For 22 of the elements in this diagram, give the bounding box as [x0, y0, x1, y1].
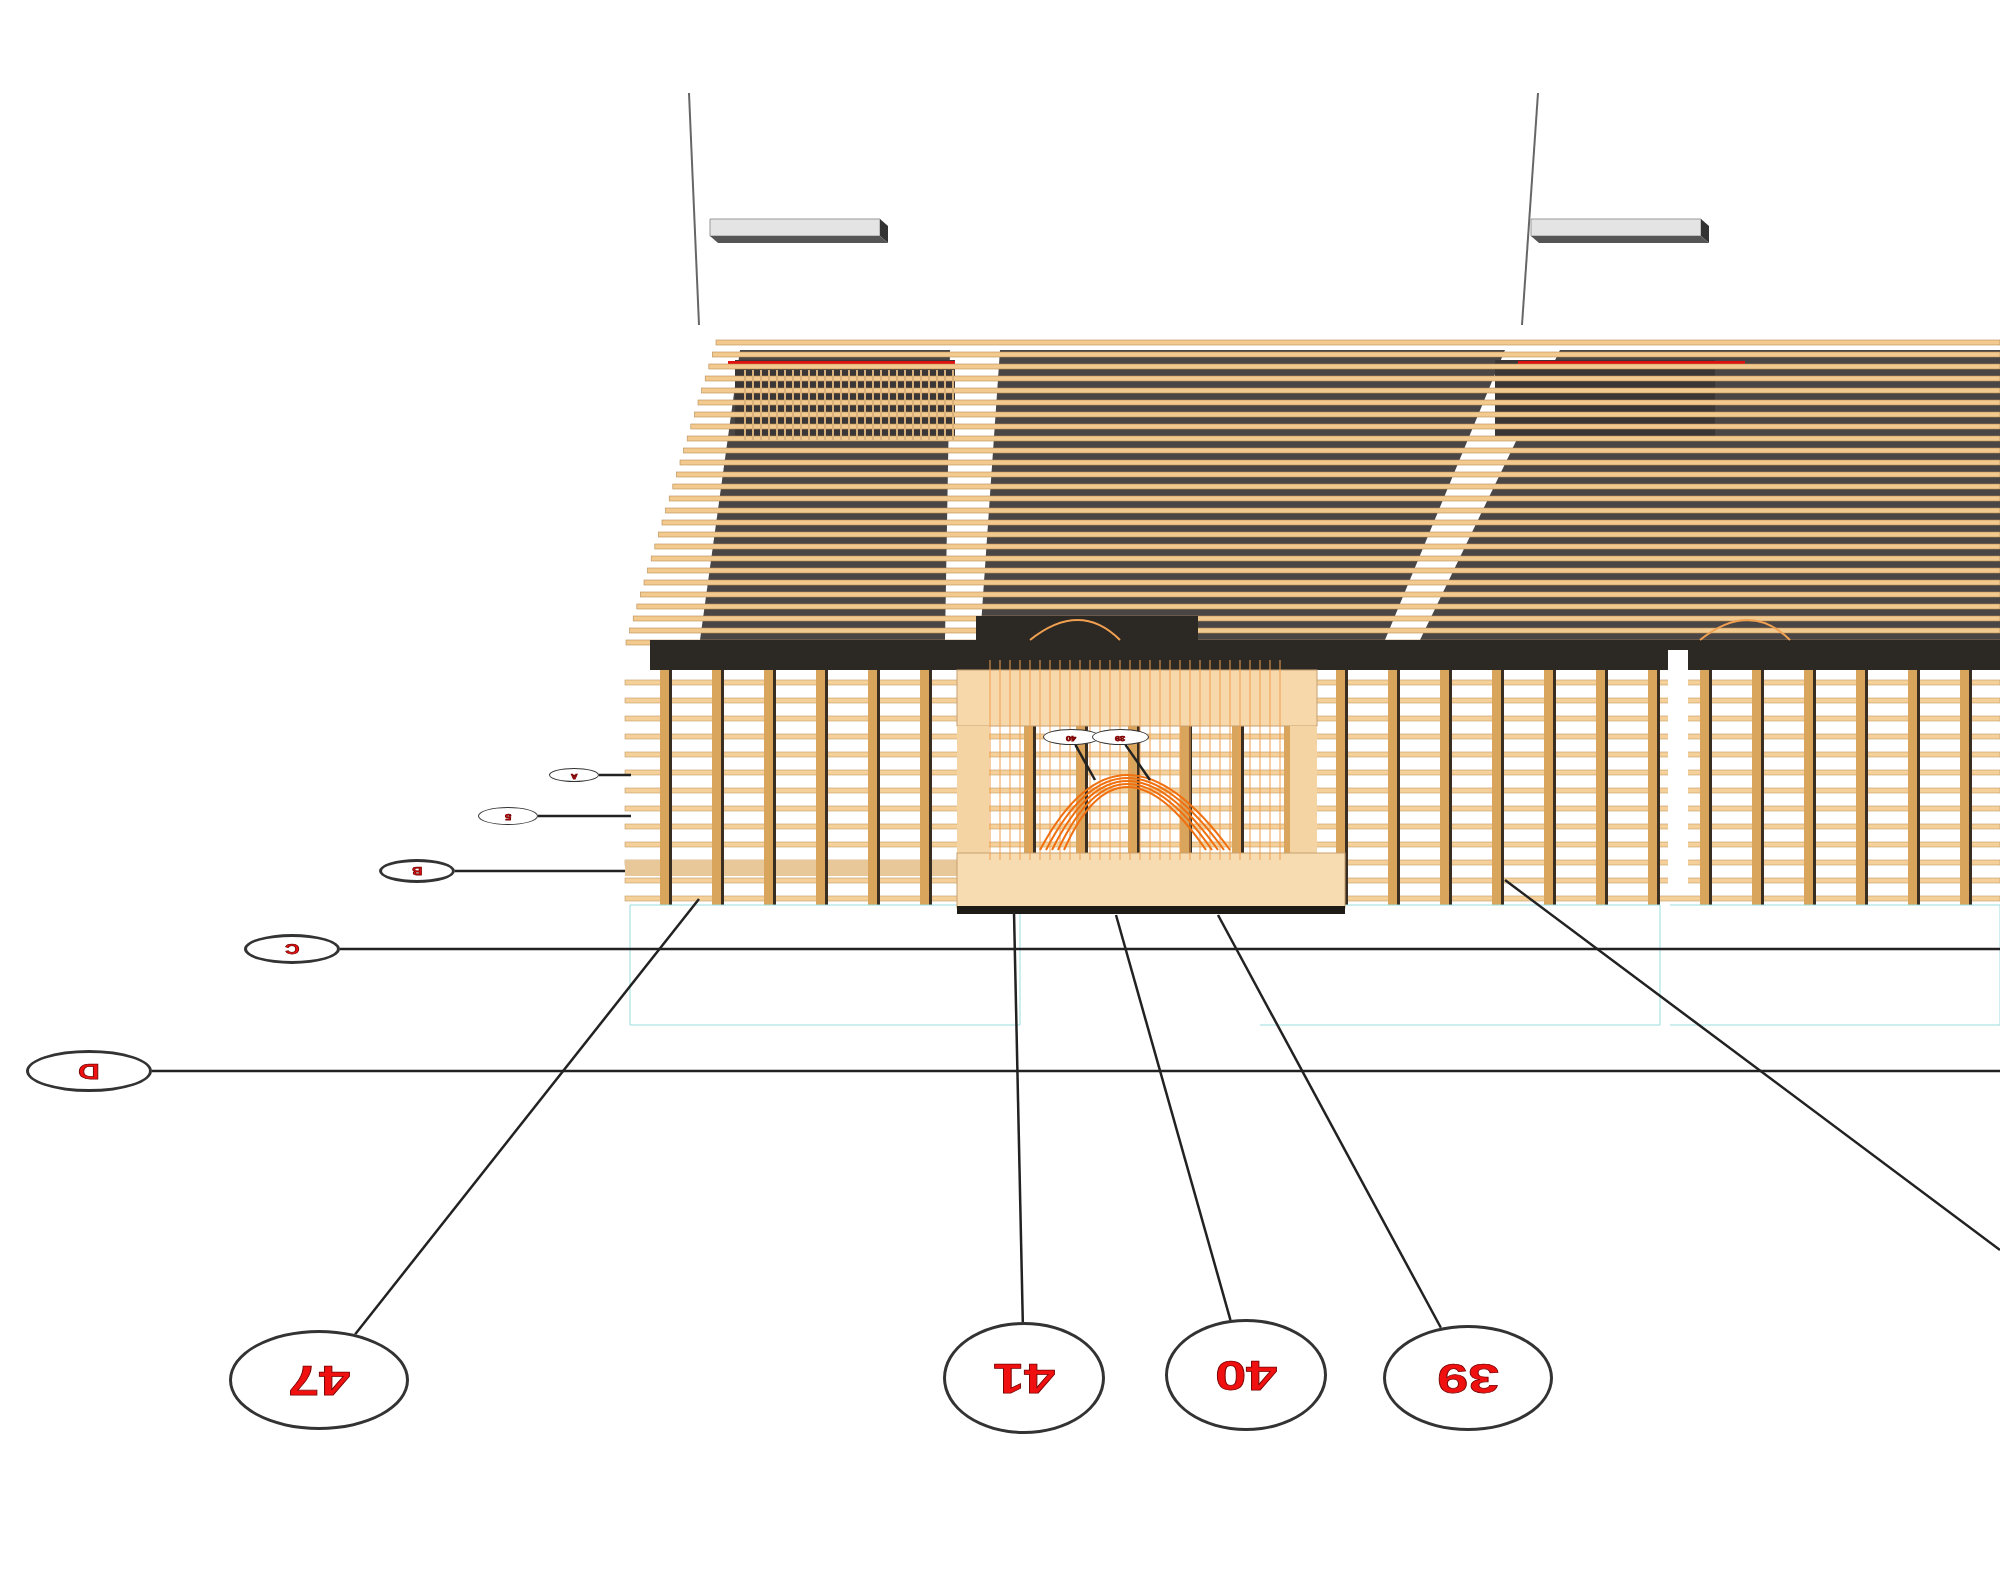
- leader-line: [599, 773, 631, 777]
- leader-line: [1124, 744, 1152, 781]
- grid-label: B: [411, 865, 423, 877]
- grid-label: 47: [287, 1359, 351, 1401]
- leader-line: [1074, 744, 1097, 781]
- grid-label: 39: [1436, 1357, 1500, 1399]
- grid-bubble: [1091, 729, 1149, 745]
- grid-label: 5: [504, 811, 512, 821]
- grid-label: 40: [1214, 1354, 1278, 1396]
- grid-bubble: [549, 768, 599, 782]
- grid-bubble: [478, 807, 538, 825]
- grid-label: 41: [992, 1357, 1056, 1399]
- grid-label: D: [78, 1059, 100, 1083]
- leader-line: [354, 898, 700, 1335]
- leader-line: [340, 947, 2000, 951]
- grid-bubble: [379, 859, 455, 883]
- leader-line: [538, 814, 631, 818]
- grid-label: C: [284, 941, 300, 957]
- leader-line: [152, 1069, 2000, 1073]
- leader-line: [1012, 911, 1025, 1323]
- leader-line: [1114, 914, 1232, 1321]
- leader-line: [455, 869, 625, 873]
